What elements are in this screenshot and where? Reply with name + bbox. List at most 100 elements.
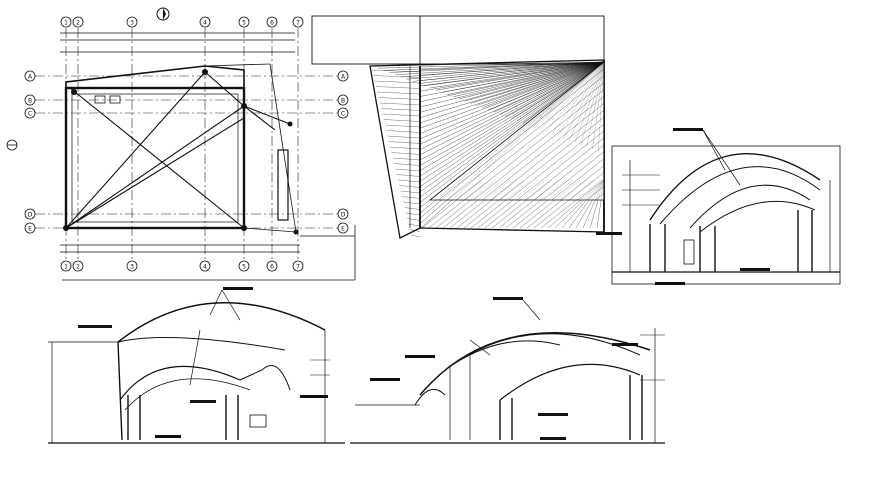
grid-bubble: B bbox=[337, 94, 349, 106]
grid-bubble: 7 bbox=[292, 16, 304, 28]
hatch-line bbox=[371, 61, 605, 67]
hatch-line bbox=[419, 61, 605, 166]
hatch-line bbox=[399, 185, 421, 188]
hatch-line bbox=[410, 234, 421, 238]
hatch-line bbox=[392, 157, 421, 161]
title-box bbox=[311, 15, 605, 65]
membrane-hatch bbox=[371, 61, 605, 238]
hatch-line bbox=[377, 61, 605, 69]
hatch-line bbox=[473, 96, 605, 201]
hatch-line bbox=[476, 61, 605, 106]
grid-bubble: B bbox=[24, 94, 36, 106]
hatch-line bbox=[464, 89, 605, 201]
hatch-line bbox=[387, 135, 421, 139]
hatch-line bbox=[419, 61, 605, 118]
grid-bubble: D bbox=[337, 208, 349, 220]
plan-outline bbox=[64, 63, 297, 233]
grid-bubble: 5 bbox=[238, 260, 250, 272]
hatch-line bbox=[383, 61, 605, 71]
grid-bubble: E bbox=[337, 222, 349, 234]
hatch-line bbox=[419, 61, 605, 97]
hatch-line bbox=[560, 165, 605, 201]
grid-bubble: 3 bbox=[126, 16, 138, 28]
plan-bottom-frame bbox=[62, 225, 356, 281]
hatch-line bbox=[419, 61, 605, 129]
grid-bubble: D bbox=[24, 208, 36, 220]
svg-text:7: 7 bbox=[296, 20, 300, 27]
hatch-line bbox=[379, 102, 421, 106]
svg-text:2: 2 bbox=[76, 264, 80, 271]
hatch-line bbox=[419, 61, 605, 150]
grid-bubble: 2 bbox=[72, 260, 84, 272]
svg-text:4: 4 bbox=[203, 264, 207, 271]
svg-text:3: 3 bbox=[130, 20, 134, 27]
hatch-line bbox=[577, 179, 605, 201]
plan-trusses bbox=[65, 71, 291, 229]
hatch-line bbox=[508, 123, 605, 201]
roof-outline bbox=[369, 59, 605, 239]
svg-text:D: D bbox=[28, 212, 33, 219]
north-arrow-icon bbox=[156, 7, 170, 21]
hatch-line bbox=[499, 117, 605, 201]
svg-text:C: C bbox=[341, 111, 345, 118]
svg-text:A: A bbox=[341, 74, 346, 81]
grid-bubbles-right: A BC DE bbox=[337, 70, 349, 234]
hatch-line bbox=[482, 61, 605, 108]
svg-text:E: E bbox=[28, 226, 32, 233]
hatch-line bbox=[403, 201, 421, 205]
hatch-line bbox=[406, 61, 605, 80]
hatch-line bbox=[374, 80, 421, 84]
hatch-line bbox=[419, 61, 605, 140]
hatch-line bbox=[375, 86, 421, 89]
hatch-line bbox=[419, 61, 605, 193]
elevation-right bbox=[596, 128, 841, 285]
grid-bubble: 3 bbox=[126, 260, 138, 272]
hatch-line bbox=[595, 192, 605, 201]
grid-bubble: 1 bbox=[60, 16, 72, 28]
hatch-line bbox=[405, 212, 421, 216]
hatch-line bbox=[395, 61, 605, 75]
hatch-line bbox=[390, 146, 421, 150]
hatch-line bbox=[419, 61, 605, 124]
hatch-line bbox=[396, 174, 421, 177]
svg-text:B: B bbox=[341, 98, 345, 105]
svg-text:D: D bbox=[341, 212, 346, 219]
hatch-line bbox=[419, 61, 605, 102]
hatch-line bbox=[400, 190, 421, 194]
svg-text:5: 5 bbox=[242, 20, 246, 27]
grid-bubble: 5 bbox=[238, 16, 250, 28]
hatch-line bbox=[419, 61, 605, 76]
elevation-bottom-right bbox=[350, 297, 665, 444]
hatch-line bbox=[419, 61, 605, 87]
grid-bubble: A bbox=[337, 70, 349, 82]
hatch-line bbox=[388, 141, 421, 144]
grid-bubble: 1 bbox=[60, 260, 72, 272]
svg-text:6: 6 bbox=[270, 20, 274, 27]
grid-bubble: C bbox=[337, 107, 349, 119]
hatch-line bbox=[438, 68, 605, 201]
hatch-line bbox=[490, 110, 605, 201]
hatch-line bbox=[401, 196, 421, 199]
hatch-line bbox=[482, 103, 605, 201]
hatch-line bbox=[419, 61, 605, 161]
hatch-line bbox=[394, 163, 421, 166]
grid-bubble: C bbox=[24, 107, 36, 119]
grid-bubble: E bbox=[24, 222, 36, 234]
hatch-line bbox=[419, 61, 605, 182]
hatch-line bbox=[419, 61, 605, 198]
plan-grid-lines bbox=[35, 28, 345, 265]
hatch-line bbox=[419, 61, 605, 171]
hatch-line bbox=[419, 61, 605, 203]
hatch-line bbox=[397, 179, 421, 183]
hatch-line bbox=[404, 207, 421, 210]
grid-bubble: 6 bbox=[266, 260, 278, 272]
hatch-line bbox=[419, 61, 605, 108]
grid-bubble: 4 bbox=[199, 260, 211, 272]
hatch-line bbox=[534, 144, 605, 201]
hatch-line bbox=[395, 168, 421, 172]
hatch-line bbox=[391, 152, 421, 155]
svg-text:3: 3 bbox=[130, 264, 134, 271]
hatch-line bbox=[408, 223, 421, 227]
